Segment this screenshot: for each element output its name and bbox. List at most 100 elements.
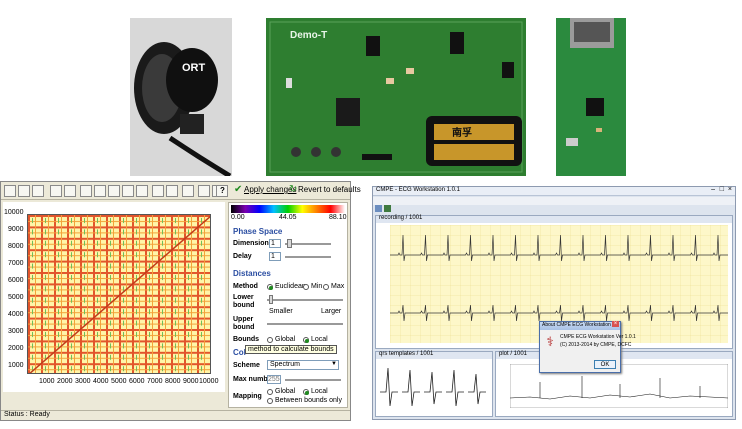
zoom-out-icon[interactable] — [94, 185, 106, 197]
menu-bar — [373, 197, 735, 205]
print-icon[interactable] — [32, 185, 44, 197]
delay-field[interactable]: 1 — [269, 252, 281, 261]
bounds-local-radio[interactable] — [303, 337, 309, 343]
dialog-title-bar: About CMPE ECG Workstation × — [540, 321, 620, 330]
dimension-slider-thumb[interactable] — [287, 239, 292, 248]
dialog-copyright: (C) 2013-2014 by CMPE, DCFC — [560, 342, 632, 348]
max-numb-field[interactable]: 255 — [267, 375, 281, 384]
method-label: Method — [233, 283, 258, 290]
save-icon[interactable] — [384, 205, 391, 212]
max-numb-slider[interactable] — [285, 379, 341, 381]
scheme-select[interactable]: Spectrum ▼ — [267, 360, 339, 370]
lower-bound-slider-thumb[interactable] — [269, 295, 273, 304]
zoom-fit-icon[interactable] — [108, 185, 120, 197]
method-min-radio[interactable] — [303, 284, 309, 290]
lower-bound-slider[interactable] — [267, 299, 343, 301]
templates-panel: qrs templates / 1001 — [375, 351, 493, 417]
x-tick: 10000 — [199, 378, 219, 385]
x-tick: 4000 — [93, 378, 109, 385]
stethoscope-illustration — [130, 18, 232, 176]
y-tick: 7000 — [8, 260, 24, 267]
colorbar-mid: 44.05 — [279, 214, 297, 221]
y-tick: 8000 — [8, 243, 24, 250]
title-bar: CMPE - ECG Workstation 1.0.1 – □ × — [373, 186, 735, 196]
dialog-ok-button[interactable]: OK — [594, 360, 616, 369]
recurrence-plot: 10000 9000 8000 7000 6000 5000 4000 3000… — [3, 202, 225, 392]
dimension-slider[interactable] — [285, 243, 331, 245]
status-text: Status : Ready — [4, 411, 50, 418]
phase-space-title: Phase Space — [233, 227, 283, 236]
open-icon[interactable] — [375, 205, 382, 212]
y-tick: 6000 — [8, 277, 24, 284]
tooltip: method to calculate bounds — [245, 345, 337, 354]
pan-icon[interactable] — [50, 185, 62, 197]
recurrence-plot-window: ? ✔ Apply changes ↻ Revert to defaults — [0, 181, 361, 421]
smaller-label: Smaller — [269, 308, 293, 315]
mapping-local-radio[interactable] — [303, 389, 309, 395]
qrs-templates — [380, 367, 486, 407]
move-icon[interactable] — [64, 185, 76, 197]
ecg-workstation-window: CMPE - ECG Workstation 1.0.1 – □ × recor… — [372, 186, 736, 420]
mapping-global-radio[interactable] — [267, 389, 273, 395]
x-tick: 8000 — [165, 378, 181, 385]
upper-bound-label: Upper bound — [233, 316, 255, 331]
revert-defaults-button[interactable]: Revert to defaults — [298, 185, 361, 194]
zoom-in-icon[interactable] — [80, 185, 92, 197]
dimension-field[interactable]: 1 — [269, 239, 281, 248]
colorbar-max: 88.10 — [329, 214, 347, 221]
dimension-label: Dimension — [233, 240, 269, 247]
lower-bound-label: Lower bound — [233, 294, 255, 309]
pcb-demo-board-photo: Demo-T 南孚 — [266, 18, 526, 176]
help-button[interactable]: ? — [216, 185, 228, 197]
mapping-local-label: Local — [311, 388, 328, 395]
templates-tab[interactable]: qrs templates / 1001 — [376, 351, 492, 359]
apply-changes-button[interactable]: Apply changes — [244, 185, 297, 194]
x-tick: 3000 — [75, 378, 91, 385]
recording-tab[interactable]: recording / 1001 — [376, 215, 732, 223]
bounds-label: Bounds — [233, 336, 260, 343]
method-euclidean-label: Euclidean — [275, 283, 306, 290]
mapping-between-radio[interactable] — [267, 398, 273, 404]
sum-icon[interactable] — [198, 185, 210, 197]
settings-icon[interactable] — [182, 185, 194, 197]
y-tick: 1000 — [8, 362, 24, 369]
caduceus-icon: ⚕ — [546, 334, 554, 349]
bounds-global-radio[interactable] — [267, 337, 273, 343]
colorbar-min: 0.00 — [231, 214, 245, 221]
x-tick: 5000 — [111, 378, 127, 385]
ecg-toolbar — [375, 205, 395, 213]
x-tick: 2000 — [57, 378, 73, 385]
open-icon[interactable] — [4, 185, 16, 197]
pointer-icon[interactable] — [122, 185, 134, 197]
bounds-local-label: Local — [311, 336, 328, 343]
delay-slider[interactable] — [285, 256, 331, 258]
mapping-between-label: Between bounds only — [275, 397, 342, 404]
maximize-icon[interactable]: □ — [719, 186, 724, 193]
max-numb-label: Max numb — [233, 376, 268, 383]
distances-title: Distances — [233, 269, 271, 278]
y-tick: 3000 — [8, 328, 24, 335]
dialog-close-icon[interactable]: × — [612, 321, 619, 327]
method-max-radio[interactable] — [323, 284, 329, 290]
upper-bound-slider[interactable] — [267, 323, 343, 325]
grid-icon[interactable] — [152, 185, 164, 197]
recurrence-plot-canvas[interactable] — [27, 214, 211, 374]
refresh-icon: ↻ — [289, 184, 298, 195]
x-tick: 1000 — [39, 378, 55, 385]
table-icon[interactable] — [166, 185, 178, 197]
method-euclidean-radio[interactable] — [267, 284, 273, 290]
y-tick: 2000 — [8, 345, 24, 352]
colorbar — [231, 205, 345, 213]
dialog-version: CMPE ECG Workstation Ver 1.0.1 — [560, 334, 636, 340]
bounds-global-label: Global — [275, 336, 296, 343]
y-tick: 5000 — [8, 294, 24, 301]
close-icon[interactable]: × — [727, 186, 732, 193]
minimize-icon[interactable]: – — [711, 186, 715, 193]
save-icon[interactable] — [18, 185, 30, 197]
scheme-label: Scheme — [233, 362, 260, 369]
export-icon[interactable] — [136, 185, 148, 197]
window-title: CMPE - ECG Workstation 1.0.1 — [376, 187, 460, 193]
about-dialog: About CMPE ECG Workstation × ⚕ CMPE ECG … — [539, 321, 636, 373]
chevron-down-icon: ▼ — [331, 361, 337, 367]
checkmark-icon: ✔ — [234, 184, 243, 195]
